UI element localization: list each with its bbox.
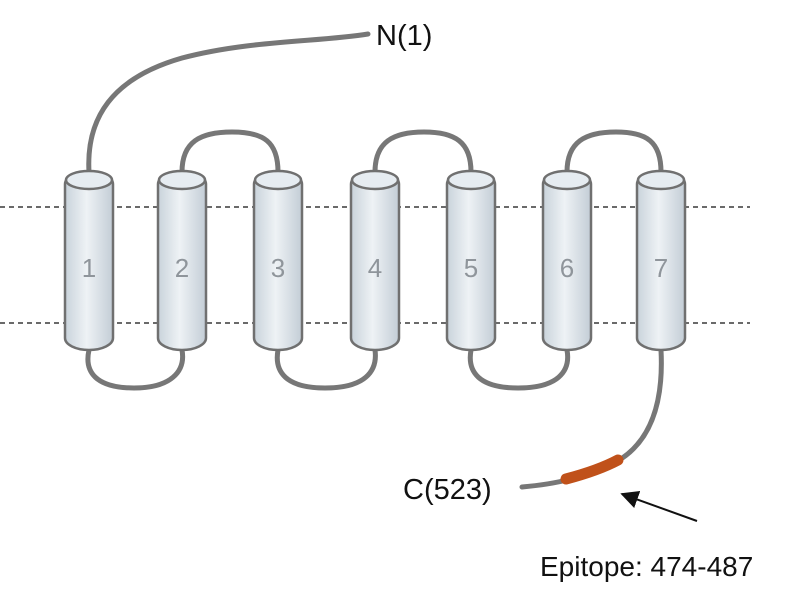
helix-6-label: 6 bbox=[560, 253, 574, 283]
helix-7: 7 bbox=[635, 169, 687, 352]
helix-2: 2 bbox=[156, 169, 208, 352]
helix-3-label: 3 bbox=[271, 253, 285, 283]
intracellular-loop-1-2 bbox=[85, 347, 186, 391]
epitope-label: Epitope: 474-487 bbox=[540, 551, 753, 582]
intracellular-loop-3-4 bbox=[274, 347, 378, 391]
helix-5-label: 5 bbox=[464, 253, 478, 283]
epitope-arrow bbox=[620, 491, 698, 522]
epitope-segment bbox=[560, 454, 624, 485]
extracellular-loop-2-3 bbox=[179, 129, 281, 175]
helix-4: 4 bbox=[349, 169, 401, 352]
extracellular-loop-6-7 bbox=[564, 129, 664, 175]
helix-5: 5 bbox=[445, 169, 497, 352]
helix-3: 3 bbox=[252, 169, 304, 352]
helix-7-label: 7 bbox=[654, 253, 668, 283]
helix-1: 1 bbox=[63, 169, 115, 352]
intracellular-loop-5-6 bbox=[467, 347, 571, 391]
extracellular-loop-4-5 bbox=[372, 129, 474, 175]
helix-4-label: 4 bbox=[368, 253, 382, 283]
n-terminal-tail bbox=[86, 31, 371, 175]
c-terminus-label: C(523) bbox=[403, 474, 492, 506]
helix-6: 6 bbox=[541, 169, 593, 352]
helix-1-label: 1 bbox=[82, 253, 96, 283]
helix-2-label: 2 bbox=[175, 253, 189, 283]
n-terminus-label: N(1) bbox=[376, 20, 432, 52]
